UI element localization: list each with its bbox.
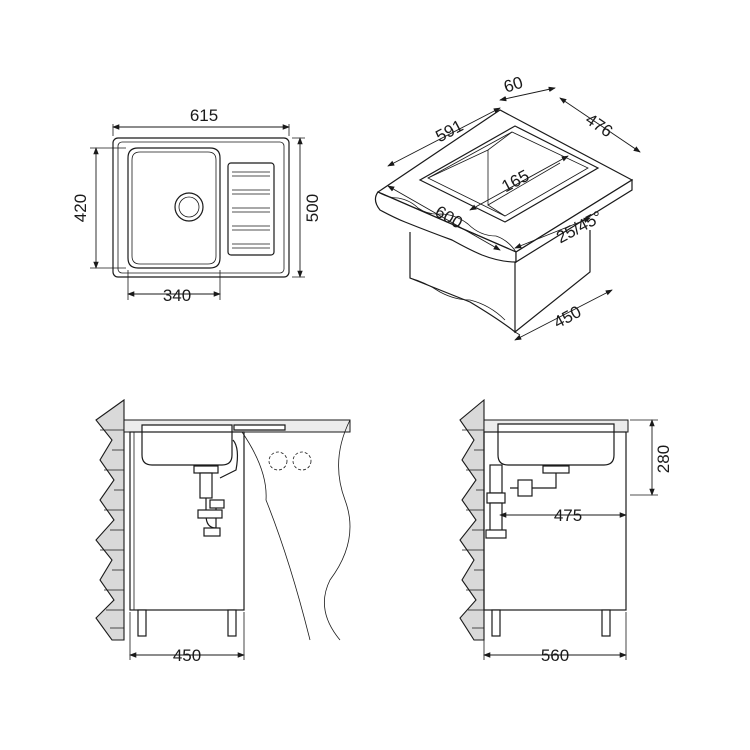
dim-475: 475 bbox=[554, 506, 582, 525]
dim-560: 560 bbox=[541, 646, 569, 665]
socket-icon bbox=[268, 451, 288, 471]
dim-615: 615 bbox=[190, 106, 218, 125]
bowl-outline bbox=[127, 147, 221, 269]
side-view: 280 475 560 bbox=[459, 398, 673, 665]
drain-icon bbox=[174, 192, 204, 222]
cabinet-side bbox=[483, 431, 627, 611]
bowl-side bbox=[497, 423, 615, 466]
dim-420: 420 bbox=[71, 194, 90, 222]
cabinet-front bbox=[129, 431, 245, 611]
bowl-front bbox=[141, 424, 233, 466]
iso-view: 60 591 476 165 600 25/45° 450 bbox=[374, 73, 641, 341]
dim-476: 476 bbox=[582, 110, 616, 142]
dim-280: 280 bbox=[654, 445, 673, 473]
front-view: 450 bbox=[95, 398, 351, 665]
sink-outline bbox=[112, 137, 290, 278]
dim-500: 500 bbox=[303, 194, 322, 222]
dim-450-front: 450 bbox=[173, 646, 201, 665]
dim-340: 340 bbox=[163, 286, 191, 305]
wall bbox=[95, 398, 125, 641]
drainboard bbox=[227, 162, 275, 256]
wall-side bbox=[459, 398, 485, 641]
dim-60: 60 bbox=[501, 73, 525, 97]
top-view: 615 500 420 340 bbox=[71, 106, 322, 305]
